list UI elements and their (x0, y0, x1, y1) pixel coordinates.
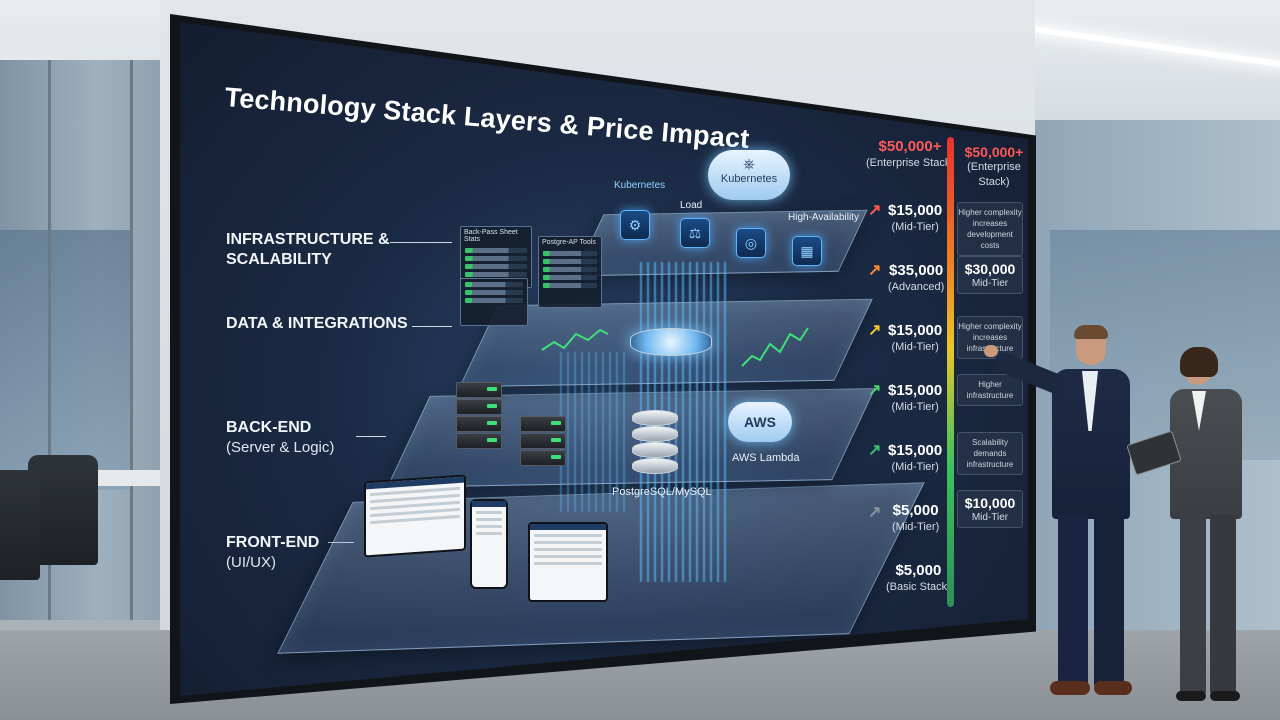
database-label: PostgreSQL/MySQL (612, 486, 712, 498)
price-advanced: $35,000 (Advanced) (888, 262, 945, 293)
slide-title: Technology Stack Layers & Price Impact (223, 82, 751, 155)
database-icon (632, 458, 678, 474)
server-rack-icon (456, 399, 502, 415)
high-availability-label: High-Availability (788, 212, 859, 223)
price-frontend: $5,000 (Mid-Tier) (892, 502, 940, 533)
server-cluster-icon: ▦ (792, 236, 822, 266)
price-backend-a: $15,000 (Mid-Tier) (888, 382, 943, 413)
price-backend-b: $15,000 (Mid-Tier) (888, 442, 943, 473)
trend-up-icon: ↗ (868, 382, 882, 399)
label-leader-line (412, 326, 452, 327)
trend-up-icon: ↗ (868, 504, 882, 521)
database-icon (632, 426, 678, 442)
price-basic: $5,000 (Basic Stack) (886, 562, 951, 593)
trend-up-icon: ↗ (868, 202, 882, 219)
analytics-line-chart (541, 328, 609, 351)
aws-cloud-icon: AWS (728, 402, 792, 442)
mobile-ui-mockup (470, 499, 508, 589)
presenter-man (984, 325, 1140, 705)
cost-gradient-bar (947, 137, 954, 607)
label-leader-line (328, 542, 354, 543)
price-data: $15,000 (Mid-Tier) (888, 322, 943, 353)
load-balancer-icon: ⚖ (680, 218, 710, 248)
server-rack-icon (520, 416, 566, 432)
label-leader-line (356, 436, 386, 437)
kubernetes-icon: ⚙ (620, 210, 650, 240)
trend-up-icon: ↗ (868, 442, 882, 459)
kubernetes-label: Kubernetes (614, 180, 666, 191)
node-icon: ◎ (736, 228, 766, 258)
data-hub-icon (630, 328, 712, 356)
analytics-line-chart (741, 327, 809, 367)
price-box: $10,000 Mid-Tier (957, 490, 1023, 528)
layer-label-infrastructure: INFRASTRUCTURE & SCALABILITY (226, 231, 390, 268)
layer-label-data: DATA & INTEGRATIONS (226, 315, 408, 332)
layer-label-backend: BACK-END (Server & Logic) (226, 419, 335, 456)
server-rack-icon (520, 433, 566, 449)
aws-lambda-label: AWS Lambda (732, 452, 800, 464)
load-label: Load (680, 200, 703, 211)
dashboard-panel (460, 278, 528, 326)
cost-note: Higher complexity increases development … (957, 202, 1023, 256)
cost-note: Scalability demands infrastructure (957, 432, 1023, 475)
price-enterprise-right: $50,000+ (Enterprise Stack) (964, 144, 1024, 189)
price-box: $30,000 Mid-Tier (957, 256, 1023, 294)
price-enterprise: $50,000+ (Enterprise Stack) (866, 138, 955, 169)
layer-label-frontend: FRONT-END (UI/UX) (226, 534, 320, 571)
desktop-ui-mockup (364, 474, 466, 558)
tablet-ui-mockup (528, 522, 608, 602)
server-rack-icon (456, 382, 502, 398)
server-rack-icon (456, 416, 502, 432)
kubernetes-cloud: ⎈ Kubernetes (708, 150, 790, 200)
server-rack-icon (520, 450, 566, 466)
database-icon (632, 410, 678, 426)
window (0, 230, 130, 490)
cost-note: Higher infrastructure (957, 374, 1023, 406)
label-leader-line (390, 242, 452, 243)
display-screen: Technology Stack Layers & Price Impact I… (180, 22, 1028, 696)
dashboard-panel: Postgre-AP Tools (538, 236, 602, 308)
trend-up-icon: ↗ (868, 322, 882, 339)
office-chair (0, 470, 40, 580)
colleague-woman (1126, 345, 1270, 715)
data-flow-lines (560, 352, 630, 512)
database-icon (632, 442, 678, 458)
price-infrastructure: $15,000 (Mid-Tier) (888, 202, 943, 233)
dashboard-panel: Back-Pass Sheet Stats (460, 226, 532, 288)
trend-up-icon: ↗ (868, 262, 882, 279)
server-rack-icon (456, 433, 502, 449)
